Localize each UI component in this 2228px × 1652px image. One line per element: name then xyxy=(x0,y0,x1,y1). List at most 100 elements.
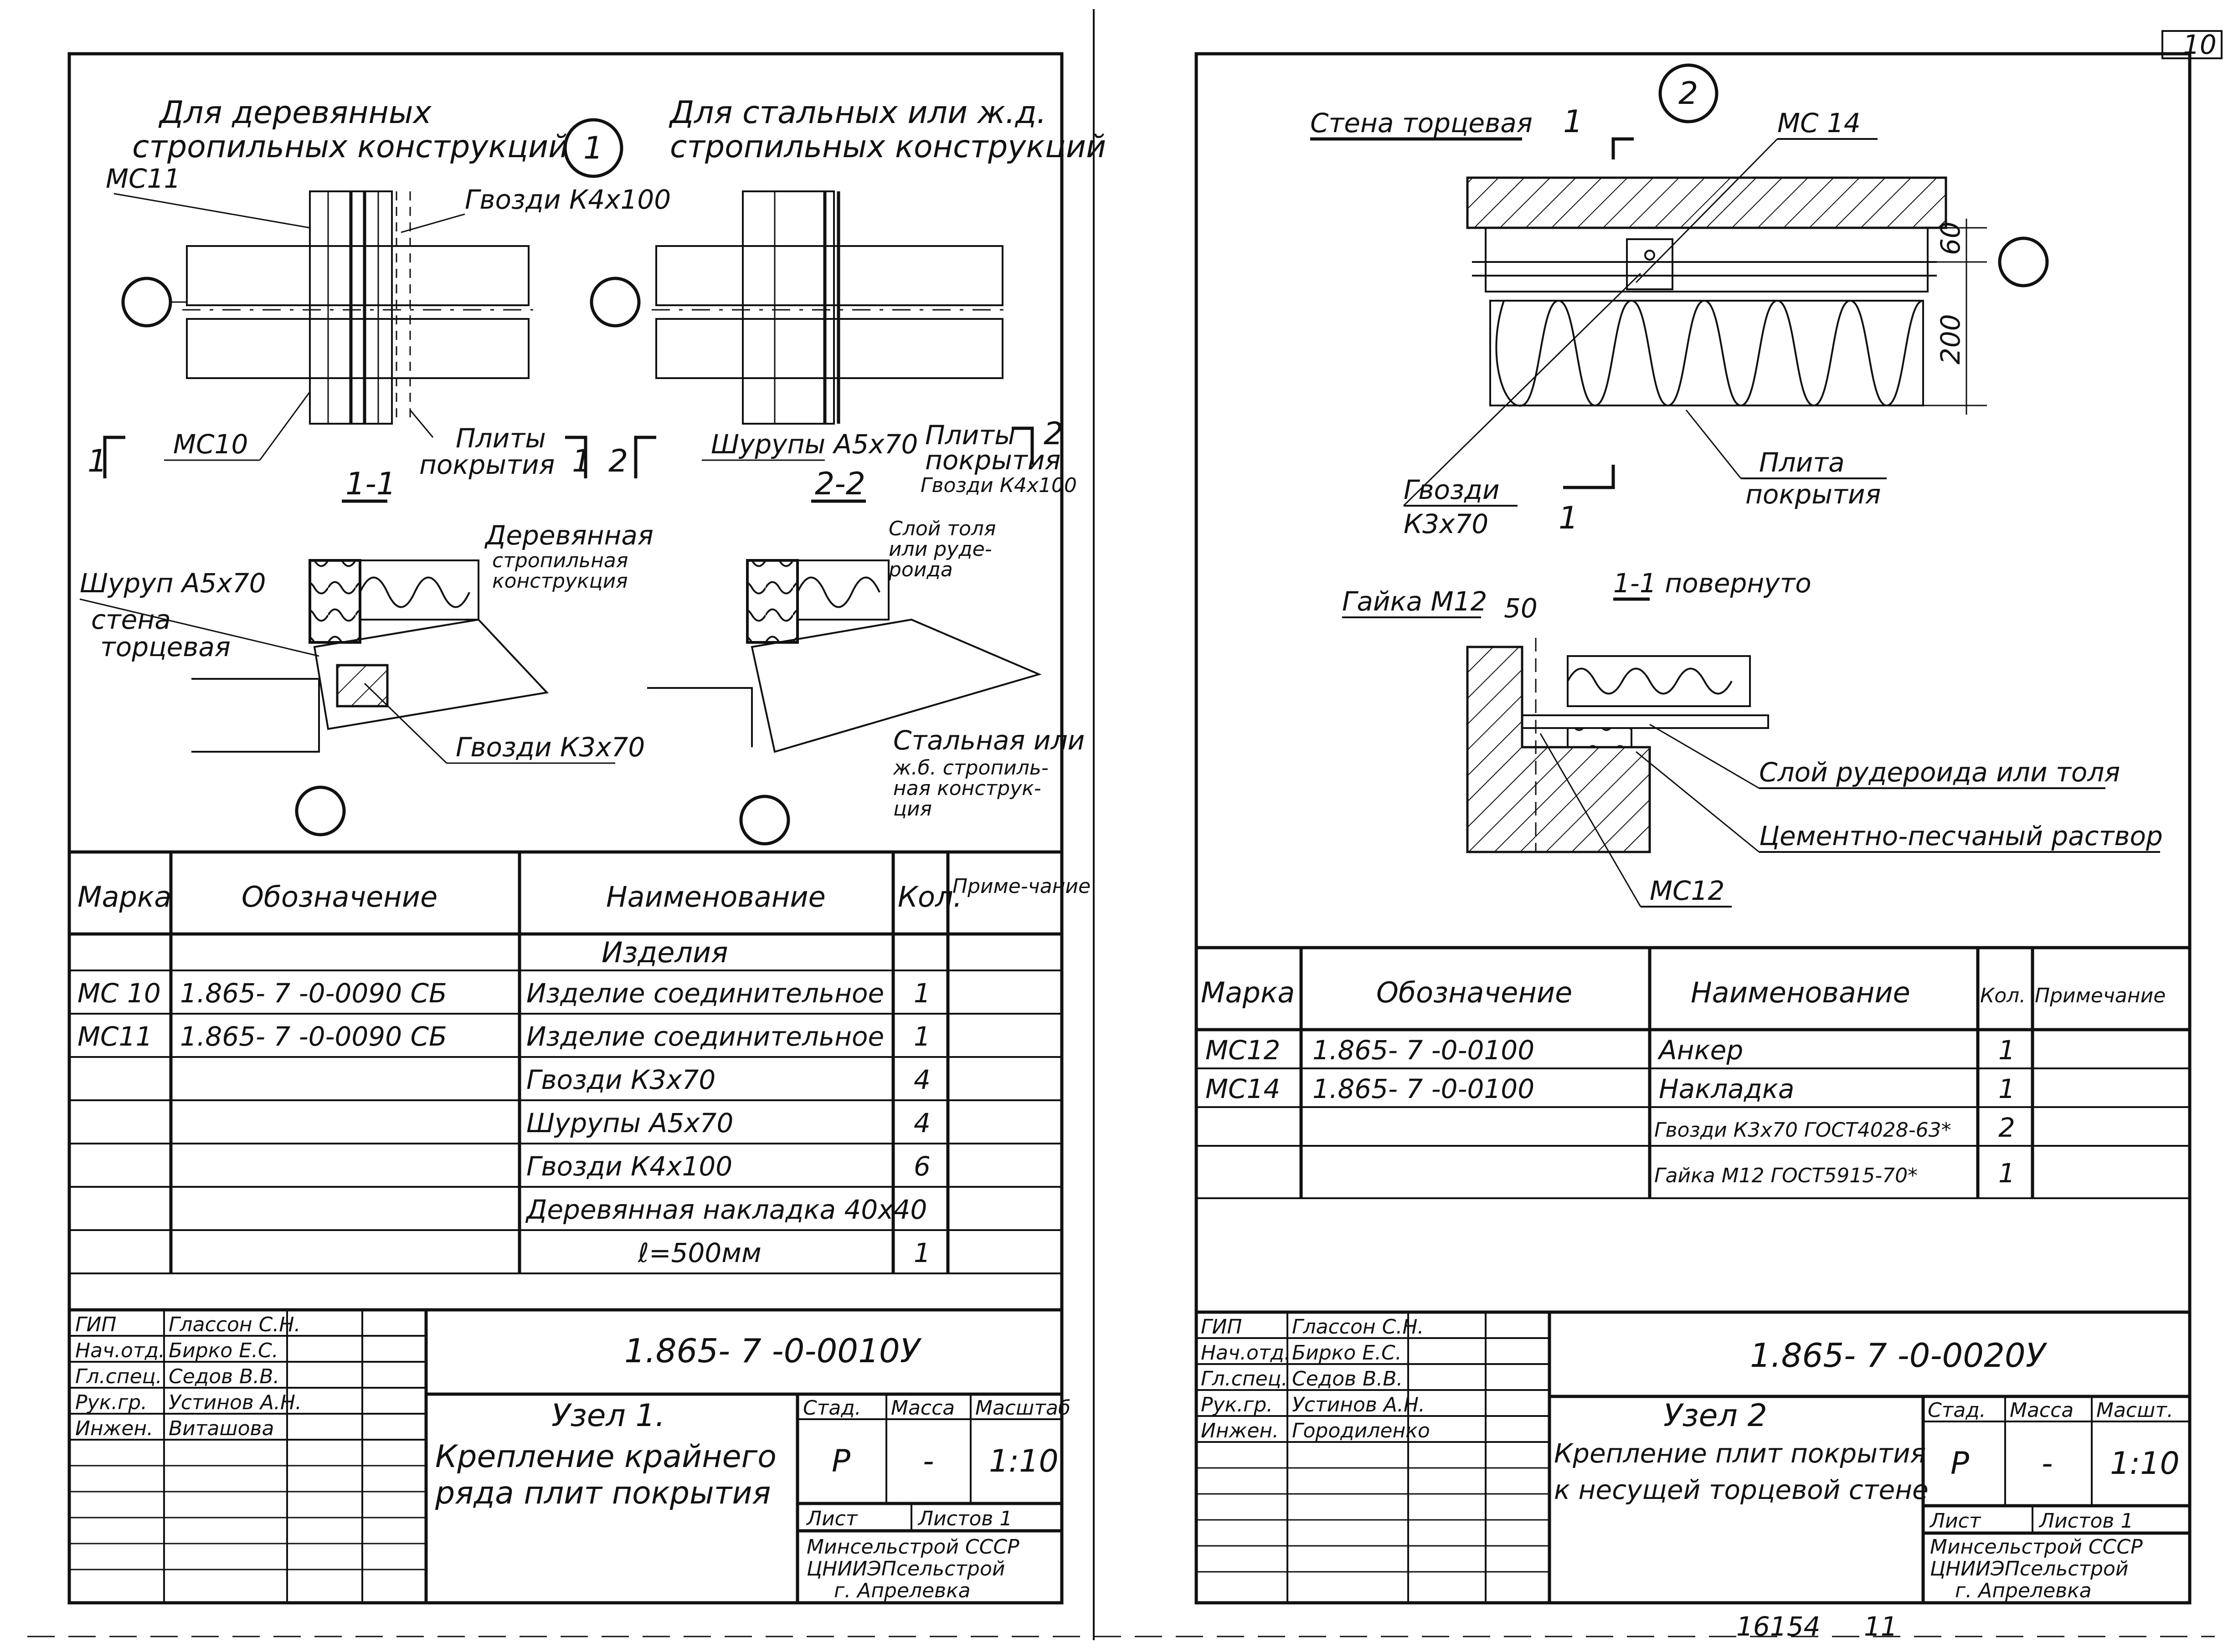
left-tb-name-4: Устинов А.Н. xyxy=(169,1391,302,1414)
left-tb-name-5: Виташова xyxy=(169,1417,274,1440)
left-frame xyxy=(67,52,1064,1605)
label-ruberoid: Слой рудероида или толя xyxy=(1759,757,2120,788)
label-wall-end-l2: торцевая xyxy=(100,631,231,662)
left-row-1-code: 1.865- 7 -0-0090 СБ xyxy=(180,978,447,1009)
label-wood-struct-l3: конструкция xyxy=(492,569,628,593)
left-title-l3: ряда плит покрытия xyxy=(435,1475,771,1511)
right-org-l3: г. Апрелевка xyxy=(1955,1579,2092,1602)
left-row-3-qty: 4 xyxy=(914,1064,931,1095)
left-sheets-header: Листов 1 xyxy=(917,1507,1012,1530)
label-plates2-l2: покрытия xyxy=(925,445,1060,476)
left-spec-table xyxy=(69,850,1062,1274)
right-title-l2: Крепление плит покрытия xyxy=(1554,1438,1926,1469)
node-marker-2-label: 2 xyxy=(1678,76,1698,112)
right-row-2-mark: МС14 xyxy=(1205,1073,1280,1104)
right-tb-name-3: Седов В.В. xyxy=(1292,1367,1403,1390)
label-wood-struct-l1: Деревянная xyxy=(484,520,653,551)
right-row-3-name: Гвозди К3х70 ГОСТ4028-63* xyxy=(1654,1118,1951,1142)
section-2-2-drawing xyxy=(647,559,1042,846)
bottom-code-2: 11 xyxy=(1864,1611,1898,1642)
right-tb-name-5: Городиленко xyxy=(1292,1419,1430,1442)
label-mc11: МС11 xyxy=(106,163,180,194)
left-tb-role-1: ГИП xyxy=(75,1313,117,1336)
label-screw-single: Шуруп А5х70 xyxy=(80,568,266,599)
left-tb-name-3: Седов В.В. xyxy=(169,1365,279,1388)
right-frame xyxy=(1194,52,2192,1605)
left-scale-header: Масштаб xyxy=(975,1396,1070,1420)
left-title-l1: Узел 1. xyxy=(551,1398,665,1434)
section-mark-r2: 1 xyxy=(1559,500,1578,536)
dim-50: 50 xyxy=(1504,593,1538,624)
right-row-1-code: 1.865- 7 -0-0100 xyxy=(1312,1035,1534,1066)
right-tb-role-4: Рук.гр. xyxy=(1201,1393,1273,1416)
label-steel-struct-l3: ная конструк- xyxy=(893,777,1041,800)
label-nails-r-l2: К3х70 xyxy=(1404,508,1488,539)
left-tb-role-4: Рук.гр. xyxy=(75,1391,147,1414)
left-row-7-name: ℓ=500мм xyxy=(638,1237,762,1268)
right-tb-role-2: Нач.отд. xyxy=(1201,1341,1291,1365)
left-row-7-qty: 1 xyxy=(914,1237,931,1268)
left-org-l3: г. Апрелевка xyxy=(834,1579,971,1602)
label-nails-k4: Гвозди К4х100 xyxy=(465,184,671,215)
left-row-1-mark: МС 10 xyxy=(77,978,161,1009)
left-row-3-name: Гвозди К3х70 xyxy=(526,1064,715,1095)
right-stage-header: Стад. xyxy=(1928,1399,1986,1422)
left-spec-group: Изделия xyxy=(602,936,728,969)
left-sheet-header: Лист xyxy=(806,1507,858,1530)
label-nails-k3: Гвозди К3х70 xyxy=(456,732,645,763)
right-org-l2: ЦНИИЭПсельстрой xyxy=(1930,1557,2128,1580)
right-row-2-qty: 1 xyxy=(1998,1073,2015,1104)
left-stage-header: Стад. xyxy=(803,1396,861,1420)
left-row-5-name: Гвозди К4х100 xyxy=(526,1151,732,1182)
heading-wood-line2: стропильных конструкций xyxy=(132,129,568,165)
section-1-1-drawing xyxy=(191,559,549,836)
right-row-2-name: Накладка xyxy=(1659,1073,1794,1104)
section-mark-1b: 1 xyxy=(572,443,592,479)
right-tb-name-2: Бирко Е.С. xyxy=(1292,1341,1402,1365)
right-tb-name-4: Устинов А.Н. xyxy=(1292,1393,1425,1416)
page-number-box xyxy=(2161,30,2223,59)
plan-view-steel xyxy=(590,190,1007,425)
node-marker-2 xyxy=(1658,63,1719,123)
section-mark-r1: 1 xyxy=(1563,104,1583,140)
left-tb-role-3: Гл.спец. xyxy=(75,1365,162,1388)
section-1-1-rotated: 1-1 повернуто xyxy=(1613,568,1811,599)
label-mc12: МС12 xyxy=(1650,875,1724,906)
right-spec-header-qty: Кол. xyxy=(1980,984,2026,1007)
label-steel-struct-l2: ж.б. стропиль- xyxy=(893,756,1049,780)
left-row-6-name: Деревянная накладка 40х40 xyxy=(525,1194,927,1225)
left-org-l2: ЦНИИЭПсельстрой xyxy=(807,1557,1005,1580)
right-sheet: 2 Стена торцевая 1 МС 14 60 200 Гвозди К… xyxy=(1194,52,2192,1642)
label-plates2-l1: Плиты xyxy=(925,420,1015,451)
page-number: 10 xyxy=(2183,29,2217,60)
right-row-2-code: 1.865- 7 -0-0100 xyxy=(1312,1073,1534,1104)
node-marker-1-label: 1 xyxy=(583,130,603,166)
label-mc10: МС10 xyxy=(173,429,248,460)
left-scale: 1:10 xyxy=(989,1443,1059,1479)
left-stage: Р xyxy=(832,1443,850,1479)
right-mass: - xyxy=(2042,1446,2053,1482)
left-row-4-qty: 4 xyxy=(914,1108,931,1139)
right-row-1-mark: МС12 xyxy=(1205,1035,1280,1066)
left-title-l2: Крепление крайнего xyxy=(435,1439,777,1475)
left-mass: - xyxy=(923,1443,934,1479)
label-steel-struct-l1: Стальная или xyxy=(893,725,1085,756)
section-node2-drawing xyxy=(1466,638,1769,853)
plan-view-wood xyxy=(121,190,533,425)
left-row-1-name: Изделие соединительное xyxy=(526,978,884,1009)
label-nut: Гайка М12 xyxy=(1342,586,1487,617)
right-spec-header-code: Обозначение xyxy=(1376,976,1572,1009)
left-title-block xyxy=(69,1308,1062,1603)
right-title-l1: Узел 2 xyxy=(1663,1398,1767,1434)
right-row-1-qty: 1 xyxy=(1998,1035,2015,1066)
label-plate-r-l1: Плита xyxy=(1759,447,1845,478)
left-org-l1: Минсельстрой СССР xyxy=(807,1535,1019,1559)
plan-view-node2 xyxy=(1466,176,2049,415)
right-title-l3: к несущей торцевой стене xyxy=(1554,1474,1929,1505)
left-row-4-name: Шурупы А5х70 xyxy=(526,1108,733,1139)
left-mass-header: Масса xyxy=(891,1396,955,1420)
label-roof-layer-l3: роида xyxy=(888,558,953,581)
right-title-block xyxy=(1196,1310,2190,1603)
right-spec-header-name: Наименование xyxy=(1691,976,1910,1009)
left-row-5-qty: 6 xyxy=(914,1151,931,1182)
